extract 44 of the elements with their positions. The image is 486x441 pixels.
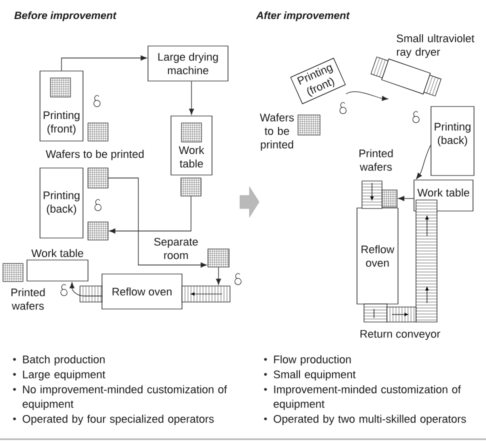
annotation: Printed wafers [11,288,45,310]
curved-arrow [70,282,103,296]
wafer-icon [382,190,398,208]
conveyor [182,286,230,302]
list-item: Batch production [23,355,105,366]
list-item: Improvement-minded customization of equipment [274,385,461,410]
annotation: Wafers to be printed [260,113,294,151]
arrow [109,196,192,234]
equipment-box: Work table [414,180,474,212]
conveyor [386,306,416,322]
node-label: Work table [31,249,84,258]
equipment-box: Printing (front) [40,70,84,142]
equipment-box: Printing (back) [40,168,84,238]
arrow [189,80,194,115]
conveyor [80,286,102,302]
wafer-icon [180,178,202,196]
equipment-box: Reflow oven [356,208,398,304]
arrow [398,196,414,201]
list-item: Small equipment [274,370,356,380]
annotation: Wafers to be printed [46,150,144,160]
equipment-box: Printing (back) [430,106,474,176]
annotation: Return conveyor [360,330,440,340]
section-title: Before improvement [14,11,117,22]
equipment-box: Reflow oven [102,274,182,310]
equipment-box: Large drying machine [148,46,228,82]
curved-arrow [416,144,432,180]
list-item: Flow production [274,355,351,366]
list-item: No improvement-minded customization of equipment [22,385,227,410]
wafer-icon [88,222,108,240]
annotation: Printed wafers [360,149,393,171]
curved-arrow [346,91,388,101]
wafer-icon [88,168,108,188]
section-title: After improvement [256,11,350,22]
equipment-box: Work table [26,249,88,282]
arrow [61,56,147,72]
list-item: Operated by two multi-skilled operators [274,414,466,425]
wafer-icon [208,248,230,268]
list-item: Operated by four specialized operators [22,414,214,425]
arrow [216,266,221,285]
list-item: Large equipment [23,370,106,380]
annotation: Separate room [154,238,198,260]
arrow [108,178,207,268]
equipment-box: Work table [170,116,212,176]
conveyor [364,304,388,322]
